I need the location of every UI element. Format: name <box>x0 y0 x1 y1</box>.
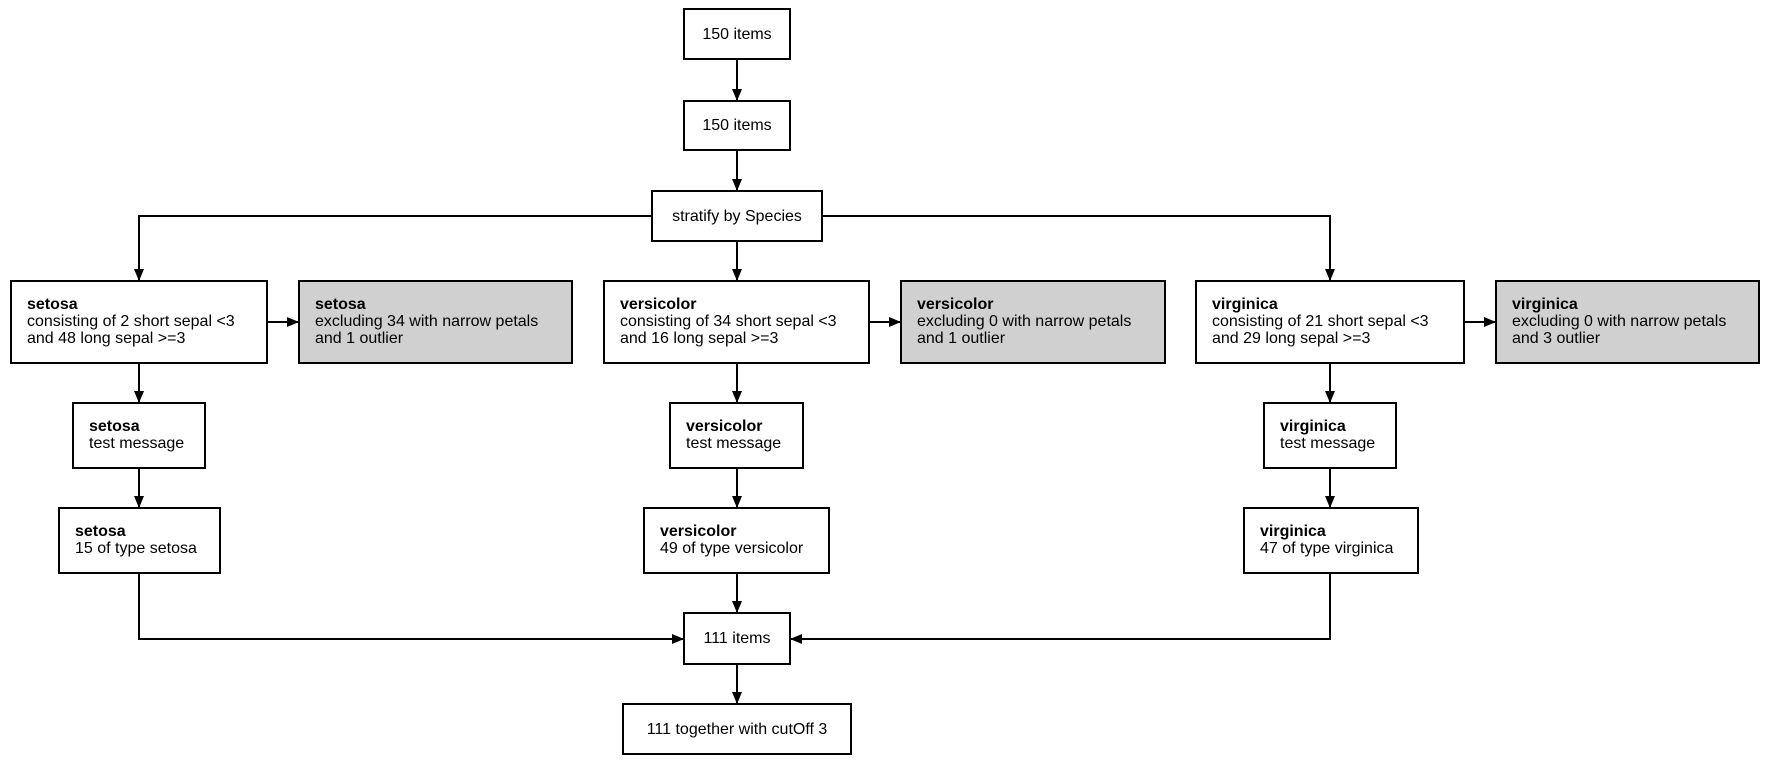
node-merged: 111 items <box>683 612 791 665</box>
node-versicolor-excl-line1: excluding 0 with narrow petals <box>917 313 1132 330</box>
node-virginica-excl-title: virginica <box>1512 296 1578 313</box>
node-virginica-test-title: virginica <box>1280 418 1346 435</box>
node-setosa-excl-line2: and 1 outlier <box>315 330 404 347</box>
node-setosa-split-line1: consisting of 2 short sepal <3 <box>27 313 235 330</box>
node-versicolor-excl: versicolor excluding 0 with narrow petal… <box>900 280 1166 364</box>
node-virginica-type: virginica 47 of type virginica <box>1243 507 1419 574</box>
node-setosa-split-title: setosa <box>27 296 78 313</box>
node-versicolor-type-line1: 49 of type versicolor <box>660 540 804 557</box>
node-virginica-excl-line1: excluding 0 with narrow petals <box>1512 313 1727 330</box>
node-merged-text: 111 items <box>703 630 771 647</box>
node-setosa-split-line2: and 48 long sepal >=3 <box>27 330 186 347</box>
arrow-stratify-to-virginica <box>823 215 1335 281</box>
node-stratify-text: stratify by Species <box>672 207 802 225</box>
node-versicolor-split: versicolor consisting of 34 short sepal … <box>603 280 870 364</box>
node-versicolor-split-title: versicolor <box>620 296 697 313</box>
node-top: 150 items <box>683 8 791 60</box>
node-versicolor-excl-line2: and 1 outlier <box>917 330 1006 347</box>
node-setosa-test: setosa test message <box>72 402 206 469</box>
node-setosa-excl: setosa excluding 34 with narrow petals a… <box>298 280 573 364</box>
node-top-text: 150 items <box>702 25 772 43</box>
node-virginica-split-line1: consisting of 21 short sepal <3 <box>1212 313 1429 330</box>
node-versicolor-test-title: versicolor <box>686 418 763 435</box>
node-stratify: stratify by Species <box>651 190 823 242</box>
node-virginica-split: virginica consisting of 21 short sepal <… <box>1195 280 1465 364</box>
node-setosa-split: setosa consisting of 2 short sepal <3 an… <box>10 280 268 364</box>
node-versicolor-type-title: versicolor <box>660 523 737 540</box>
node-virginica-excl: virginica excluding 0 with narrow petals… <box>1495 280 1760 364</box>
node-setosa-test-title: setosa <box>89 418 140 435</box>
node-virginica-test: virginica test message <box>1263 402 1397 469</box>
node-virginica-type-line1: 47 of type virginica <box>1260 540 1394 557</box>
node-virginica-type-title: virginica <box>1260 523 1326 540</box>
arrow-virginica-type-to-merged <box>790 574 1331 644</box>
node-versicolor-split-line1: consisting of 34 short sepal <3 <box>620 313 837 330</box>
node-setosa-test-line1: test message <box>89 435 185 452</box>
arrow-stratify-to-setosa <box>134 215 651 281</box>
node-versicolor-excl-title: versicolor <box>917 296 994 313</box>
node-virginica-excl-line2: and 3 outlier <box>1512 330 1601 347</box>
arrow-setosa-type-to-merged <box>138 574 684 644</box>
node-versicolor-type: versicolor 49 of type versicolor <box>643 507 830 574</box>
node-setosa-type-title: setosa <box>75 523 126 540</box>
node-virginica-split-line2: and 29 long sepal >=3 <box>1212 330 1371 347</box>
node-setosa-excl-line1: excluding 34 with narrow petals <box>315 313 539 330</box>
node-setosa-type: setosa 15 of type setosa <box>58 507 221 574</box>
node-virginica-test-line1: test message <box>1280 435 1376 452</box>
node-setosa-excl-title: setosa <box>315 296 366 313</box>
node-final: 111 together with cutOff 3 <box>622 703 852 755</box>
node-setosa-type-line1: 15 of type setosa <box>75 540 197 557</box>
node-virginica-split-title: virginica <box>1212 296 1278 313</box>
node-versicolor-split-line2: and 16 long sepal >=3 <box>620 330 779 347</box>
node-versicolor-test: versicolor test message <box>669 402 804 469</box>
node-versicolor-test-line1: test message <box>686 435 782 452</box>
node-second-text: 150 items <box>702 117 772 134</box>
node-final-text: 111 together with cutOff 3 <box>646 720 828 738</box>
node-second: 150 items <box>683 100 791 151</box>
